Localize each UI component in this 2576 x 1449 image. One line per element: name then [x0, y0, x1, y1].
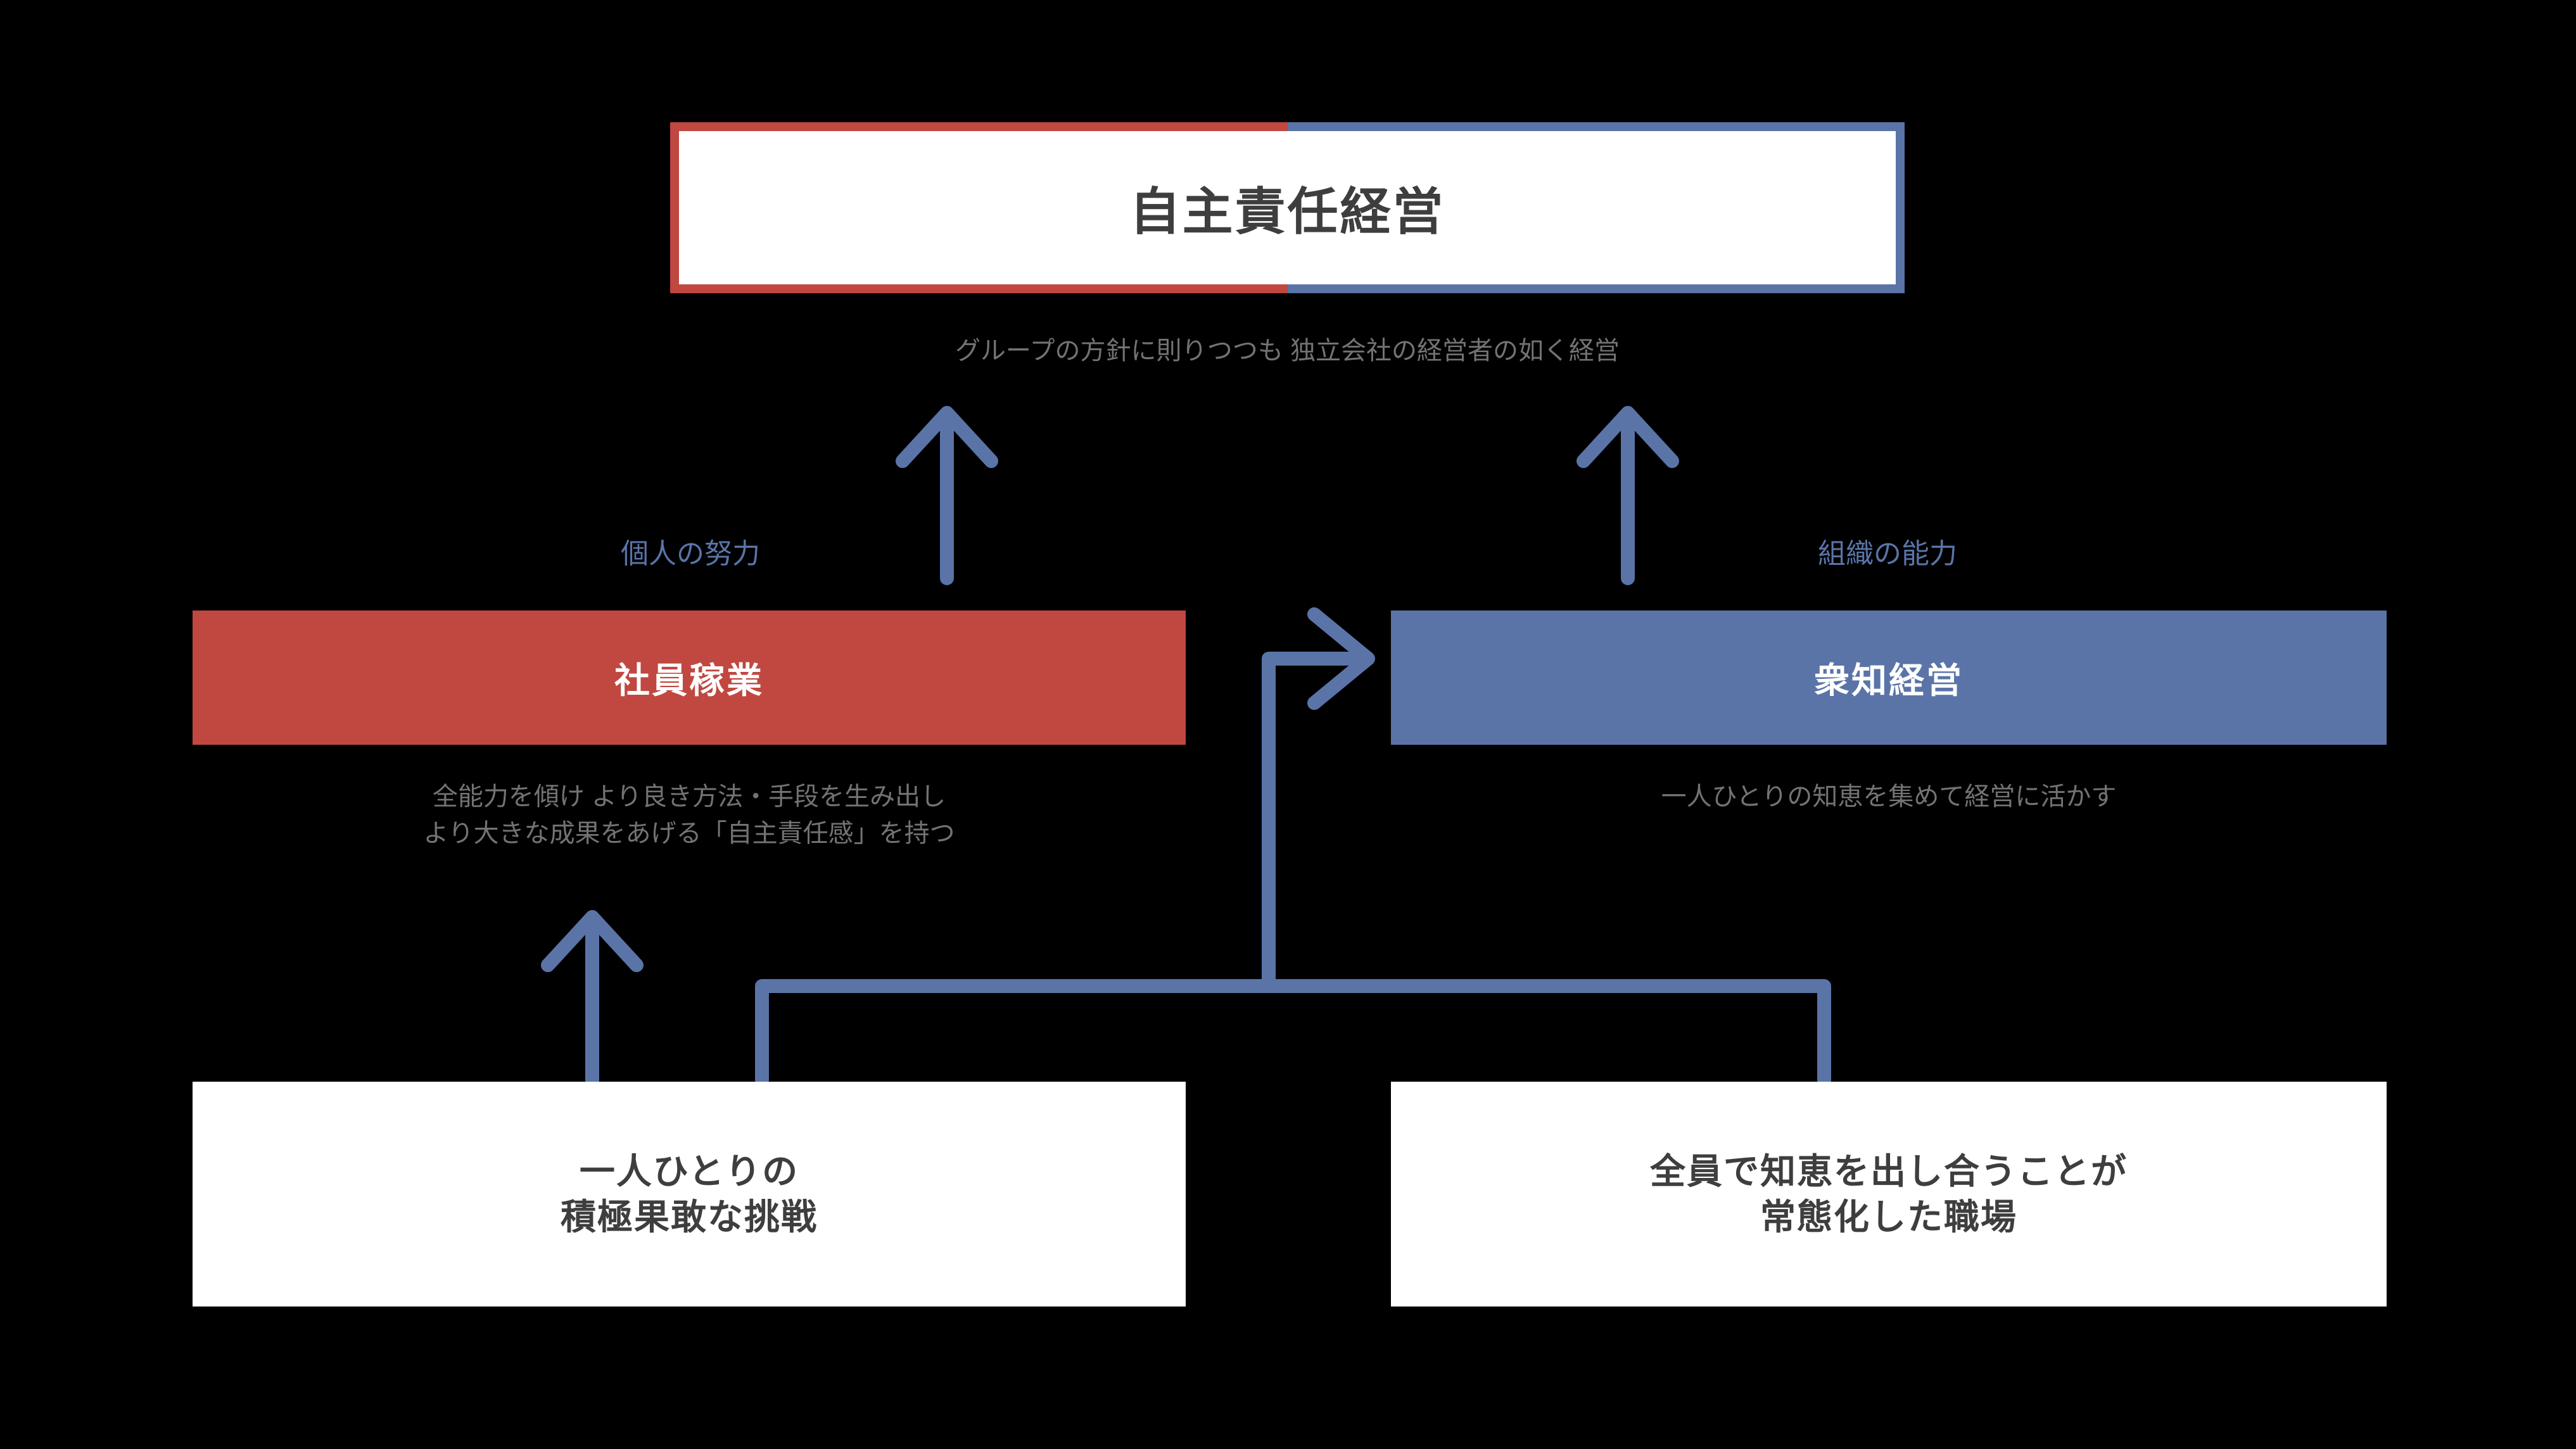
arrow-up-foundation-left-icon	[541, 910, 644, 1087]
title-box: 自主責任経営	[670, 122, 1905, 293]
left-pillar-caption-line2: より大きな成果をあげる「自主責任感」を持つ	[423, 819, 955, 847]
foundation-left-line1: 一人ひとりの	[579, 1151, 799, 1191]
foundation-left-box: 一人ひとりの 積極果敢な挑戦	[193, 1082, 1186, 1307]
right-pillar-box: 衆知経営	[1391, 611, 2387, 745]
left-pillar-caption: 全能力を傾け より良き方法・手段を生み出し より大きな成果をあげる「自主責任感」…	[193, 778, 1186, 852]
title-box-border-top-left	[670, 122, 1288, 131]
arrow-up-left-icon	[896, 406, 998, 585]
title-box-border-bottom-right	[1288, 284, 1905, 293]
foundation-right-box: 全員で知恵を出し合うことが 常態化した職場	[1391, 1082, 2387, 1307]
right-pillar-caption: 一人ひとりの知恵を集めて経営に活かす	[1391, 778, 2387, 815]
left-pillar-caption-line1: 全能力を傾け より良き方法・手段を生み出し	[432, 783, 946, 811]
title-box-caption: グループの方針に則りつつも 独立会社の経営者の如く経営	[955, 337, 1620, 365]
left-pillar-box: 社員稼業	[193, 611, 1186, 745]
foundation-left-line2: 積極果敢な挑戦	[561, 1196, 818, 1237]
title-box-border-bottom-left	[670, 284, 1288, 293]
right-pillar-caption-line1: 一人ひとりの知恵を集めて経営に活かす	[1661, 783, 2117, 811]
left-pillar-label: 社員稼業	[614, 660, 764, 700]
foundation-right-line2: 常態化した職場	[1760, 1196, 2017, 1237]
connector-label-organizational-capability: 組織の能力	[1818, 538, 1957, 569]
title-box-label: 自主責任経営	[1129, 184, 1445, 240]
arrow-up-right-icon	[1577, 406, 1679, 585]
right-pillar-label: 衆知経営	[1814, 660, 1964, 700]
title-box-border-left	[670, 122, 679, 293]
connector-label-individual-effort: 個人の努力	[621, 538, 760, 569]
title-box-border-top-right	[1288, 122, 1905, 131]
title-box-border-right	[1896, 122, 1905, 293]
foundation-right-line1: 全員で知恵を出し合うことが	[1650, 1151, 2128, 1191]
